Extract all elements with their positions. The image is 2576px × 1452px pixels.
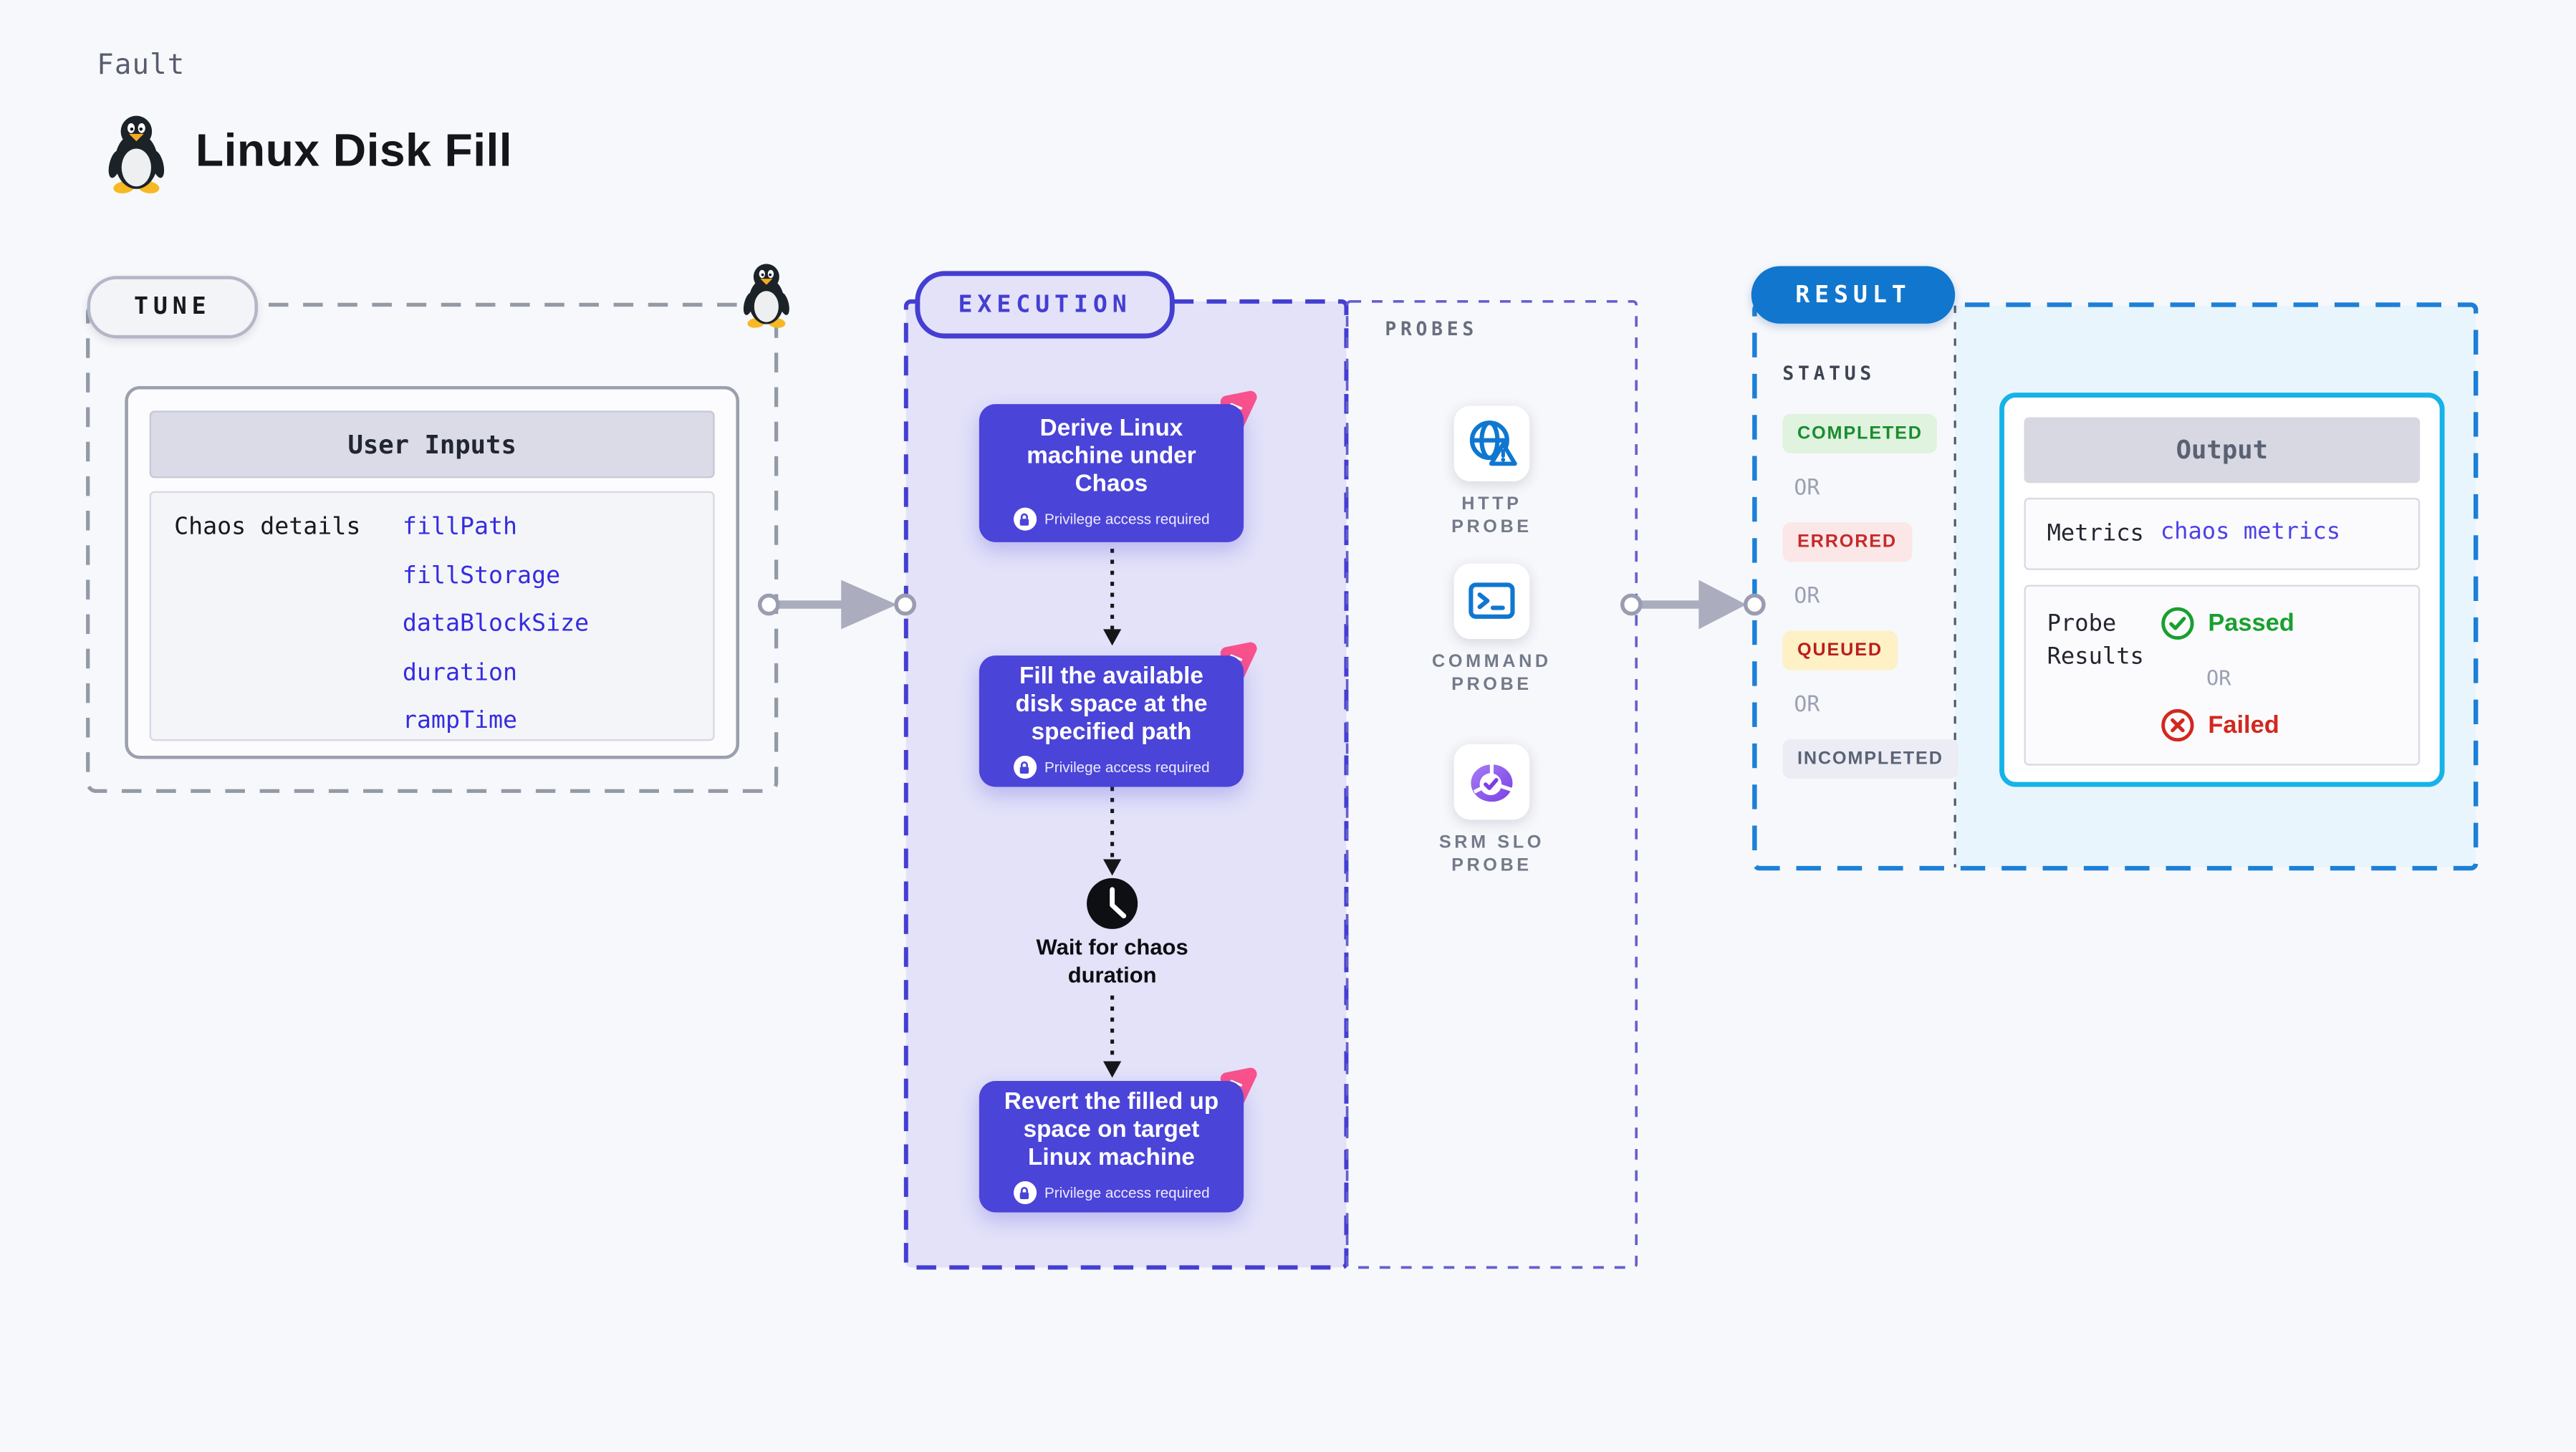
result-section-box xyxy=(1752,302,2479,871)
probes-section-box xyxy=(1345,300,1638,1269)
step-title: Fill the available disk space at the spe… xyxy=(1015,663,1208,746)
fault-kind-label: Fault xyxy=(97,49,186,82)
tux-penguin-icon xyxy=(108,115,165,193)
privilege-label: Privilege access required xyxy=(1044,759,1210,776)
slo-pie-icon xyxy=(1471,763,1513,802)
x-circle-icon xyxy=(2161,708,2194,742)
passed-label: Passed xyxy=(2208,609,2294,638)
param-fillstorage[interactable]: fillStorage xyxy=(402,562,561,590)
status-label: STATUS xyxy=(1782,361,1876,385)
page-title: Linux Disk Fill xyxy=(195,125,513,176)
result-section-pill[interactable]: RESULT xyxy=(1751,266,1956,324)
step-flow-arrowheads xyxy=(1103,629,1122,1078)
wait-duration-label: Wait for chaos duration xyxy=(1036,934,1188,988)
or-label: OR xyxy=(2206,665,2231,691)
probe-results-label: Probe Results xyxy=(2047,611,2144,670)
chaos-details-label: Chaos details xyxy=(174,514,361,541)
check-circle-icon xyxy=(2161,607,2194,640)
user-inputs-card: User Inputs Chaos details fillPath fillS… xyxy=(125,385,740,759)
or-label: OR xyxy=(1794,476,1820,501)
tux-penguin-icon xyxy=(743,264,789,328)
lock-icon xyxy=(1013,1181,1037,1205)
http-probe-tile[interactable] xyxy=(1453,405,1530,481)
arrow-tune-to-execution xyxy=(757,580,917,630)
param-ramptime[interactable]: rampTime xyxy=(402,708,518,735)
probes-section-label: PROBES xyxy=(1385,317,1479,340)
privilege-label: Privilege access required xyxy=(1044,511,1210,528)
status-badge-completed: COMPLETED xyxy=(1782,413,1938,453)
step-derive-machine[interactable]: Derive Linux machine under Chaos Privile… xyxy=(979,390,1257,542)
srm-slo-probe-tile[interactable] xyxy=(1453,744,1530,820)
tune-section-pill[interactable]: TUNE xyxy=(87,276,259,339)
http-probe-label: HTTP PROBE xyxy=(1451,494,1532,537)
execution-section-pill[interactable]: EXECUTION xyxy=(915,271,1175,339)
command-probe-label: COMMAND PROBE xyxy=(1432,652,1552,696)
param-fillpath[interactable]: fillPath xyxy=(402,514,518,541)
step-fill-disk[interactable]: Fill the available disk space at the spe… xyxy=(979,642,1257,787)
or-label: OR xyxy=(1794,585,1820,610)
lock-icon xyxy=(1013,755,1037,779)
failed-label: Failed xyxy=(2208,711,2279,740)
status-badge-incompleted: INCOMPLETED xyxy=(1782,739,1959,779)
terminal-icon xyxy=(1469,582,1515,619)
lock-icon xyxy=(1013,507,1037,531)
srm-slo-probe-label: SRM SLO PROBE xyxy=(1438,832,1544,876)
probe-results-row: Probe Results Passed OR Failed xyxy=(2024,585,2421,766)
user-inputs-header: User Inputs xyxy=(149,410,715,479)
param-datablocksize[interactable]: dataBlockSize xyxy=(402,611,590,638)
step-title: Revert the filled up space on target Lin… xyxy=(1004,1089,1219,1172)
step-title: Derive Linux machine under Chaos xyxy=(1027,415,1196,498)
globe-alert-icon xyxy=(1469,420,1517,466)
privilege-label: Privilege access required xyxy=(1044,1184,1210,1201)
output-card: Output Metrics chaos metrics Probe Resul… xyxy=(1999,393,2445,787)
user-inputs-body: Chaos details fillPath fillStorage dataB… xyxy=(149,491,715,741)
param-duration[interactable]: duration xyxy=(402,659,518,686)
status-badge-errored: ERRORED xyxy=(1782,522,1912,562)
metrics-row: Metrics chaos metrics xyxy=(2024,497,2421,570)
step-revert-space[interactable]: Revert the filled up space on target Lin… xyxy=(979,1067,1257,1213)
clock-icon xyxy=(1087,878,1138,929)
or-label: OR xyxy=(1794,693,1820,718)
metrics-link[interactable]: chaos metrics xyxy=(2160,519,2341,546)
status-badge-queued: QUEUED xyxy=(1782,630,1898,670)
tune-section-box xyxy=(86,302,779,793)
arrow-probes-to-result xyxy=(1620,580,1766,630)
metrics-label: Metrics xyxy=(2047,521,2144,547)
output-header: Output xyxy=(2024,417,2421,484)
command-probe-tile[interactable] xyxy=(1453,563,1530,640)
